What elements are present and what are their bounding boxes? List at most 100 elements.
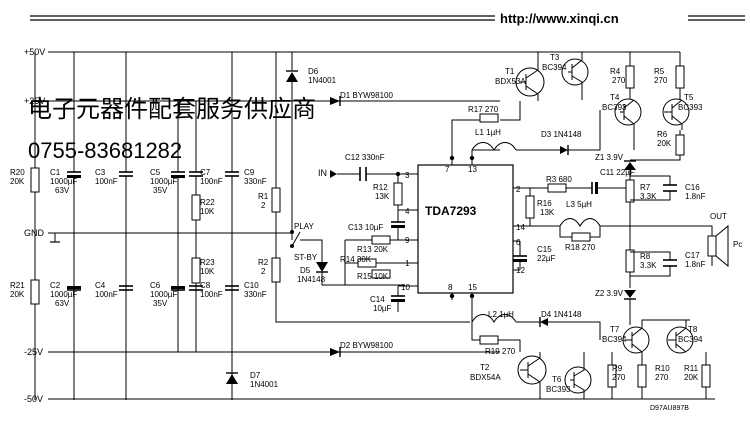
svg-text:C16: C16 [685,183,700,192]
svg-text:270: 270 [612,373,626,382]
svg-text:22µF: 22µF [537,254,556,263]
svg-text:R16: R16 [537,199,552,208]
svg-text:3.3K: 3.3K [640,192,657,201]
R11-resistor [701,364,711,388]
svg-text:C5: C5 [150,168,161,177]
svg-text:C2: C2 [50,281,61,290]
rail-label-m50: -50V [24,394,43,404]
svg-text:1000µF: 1000µF [150,290,177,299]
svg-text:63V: 63V [55,186,70,195]
svg-text:R8: R8 [640,252,651,261]
svg-text:C9: C9 [244,168,255,177]
R4-resistor [625,65,635,89]
svg-text:C14: C14 [370,295,385,304]
svg-text:BC393: BC393 [602,103,627,112]
svg-text:C11 22µF: C11 22µF [600,168,635,177]
R22-resistor [191,194,201,221]
svg-text:C15: C15 [537,245,552,254]
svg-text:1.8nF: 1.8nF [685,192,706,201]
switch-play-label: PLAY [294,222,315,231]
svg-text:330nF: 330nF [244,177,267,186]
D7-diode [226,374,238,384]
svg-text:1N4001: 1N4001 [250,380,279,389]
R7-resistor [625,179,635,203]
svg-text:C4: C4 [95,281,106,290]
R13-resistor [371,235,391,245]
svg-text:6: 6 [516,238,521,247]
svg-text:1.8nF: 1.8nF [685,260,706,269]
svg-text:330nF: 330nF [244,290,267,299]
Z1-zener [624,162,636,170]
R8-resistor [625,249,635,273]
svg-text:10K: 10K [200,207,215,216]
input-arrow [330,170,337,178]
R9-resistor [607,364,617,388]
svg-text:L2 1µH: L2 1µH [488,310,514,319]
D6-diode [286,72,298,82]
svg-text:T7: T7 [610,325,620,334]
svg-text:BDX53A: BDX53A [495,77,526,86]
svg-text:R9: R9 [612,364,623,373]
svg-text:8: 8 [448,283,453,292]
svg-text:20K: 20K [10,290,25,299]
svg-text:C10: C10 [244,281,259,290]
svg-text:1000µF: 1000µF [50,290,77,299]
bootstrap-and-switch: R1 2 R2 2 D6 1N4001 PLAY ST-BY D5 1N4148 [258,52,470,323]
svg-text:63V: 63V [55,299,70,308]
svg-text:2: 2 [261,201,266,210]
svg-text:13: 13 [468,165,477,174]
svg-text:R17 270: R17 270 [468,105,499,114]
svg-text:270: 270 [655,373,669,382]
input-network: IN C12 330nF R12 13K C13 10µF R13 20K R1… [318,153,405,313]
svg-text:1000µF: 1000µF [150,177,177,186]
output-network: R3 680 C11 22µF R16 13K L3 5µH R18 270 C… [513,52,742,399]
svg-text:T4: T4 [610,93,620,102]
svg-text:D1 BYW98100: D1 BYW98100 [340,91,393,100]
svg-text:2: 2 [261,267,266,276]
svg-text:R14 30K: R14 30K [340,255,372,264]
svg-text:C7: C7 [200,168,211,177]
svg-text:R1: R1 [258,192,269,201]
svg-text:D2 BYW98100: D2 BYW98100 [340,341,393,350]
svg-text:R4: R4 [610,67,621,76]
R19-resistor [479,335,499,345]
url-banner: http://www.xinqi.cn [30,11,745,26]
svg-text:1N4148: 1N4148 [297,275,326,284]
svg-text:270: 270 [612,76,626,85]
speaker-coil [707,235,717,257]
svg-text:4: 4 [405,207,410,216]
svg-text:R6: R6 [657,130,668,139]
svg-text:T3: T3 [550,53,560,62]
svg-text:100nF: 100nF [95,290,118,299]
svg-text:13K: 13K [375,192,390,201]
switch-standby-label: ST-BY [294,253,318,262]
svg-text:C17: C17 [685,251,700,260]
D1-diode [330,97,340,105]
svg-text:BC393: BC393 [678,103,703,112]
svg-text:L1 1µH: L1 1µH [475,128,501,137]
svg-text:T8: T8 [688,325,698,334]
D7-group: D7 1N4001 [226,352,279,399]
svg-text:R10: R10 [655,364,670,373]
svg-text:12: 12 [516,266,525,275]
svg-text:3.3K: 3.3K [640,261,657,270]
svg-text:R20: R20 [10,168,25,177]
load-label: Pc [733,240,742,249]
svg-text:20K: 20K [10,177,25,186]
svg-text:T5: T5 [684,93,694,102]
svg-text:C13 10µF: C13 10µF [348,223,383,232]
svg-text:D3 1N4148: D3 1N4148 [541,130,582,139]
svg-text:1N4001: 1N4001 [308,76,337,85]
watermark-line2: 0755-83681282 [28,138,182,163]
R20-resistor [30,167,40,193]
svg-text:R21: R21 [10,281,25,290]
output-label: OUT [710,212,727,221]
R5-resistor [675,65,685,89]
svg-text:R11: R11 [684,364,699,373]
svg-text:D4 1N4148: D4 1N4148 [541,310,582,319]
svg-text:BC394: BC394 [678,335,703,344]
svg-text:C3: C3 [95,168,106,177]
svg-text:R12: R12 [373,183,388,192]
footer-code: D97AU897B [650,405,689,412]
svg-text:270: 270 [654,76,668,85]
